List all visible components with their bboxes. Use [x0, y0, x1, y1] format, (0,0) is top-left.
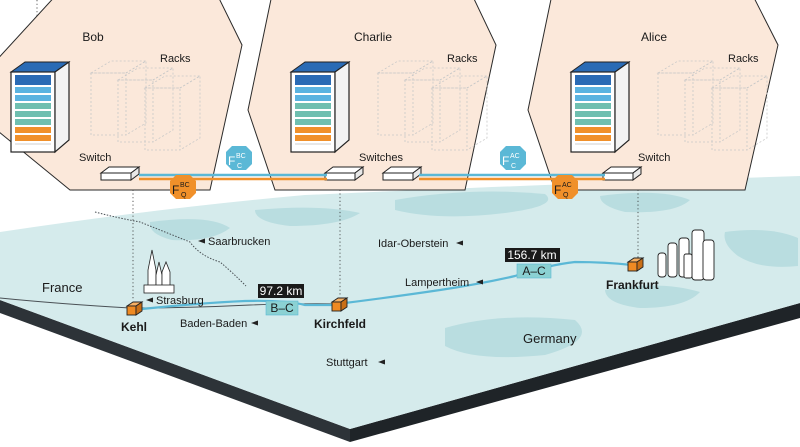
cathedral-icon — [143, 249, 175, 294]
switch-bob — [100, 166, 140, 181]
fibre-tag-classical-bc: F BC C — [226, 146, 252, 170]
node-bob: Bob Racks Switch — [0, 0, 243, 191]
switch-alice — [602, 166, 642, 181]
fibre-tag-quantum-bc: F BC Q — [170, 175, 196, 199]
switch-label-alice: Switch — [638, 152, 670, 164]
fibre-sup-f-bc: BC — [236, 153, 246, 160]
country-border — [94, 211, 247, 287]
node-name-alice: Alice — [641, 30, 667, 44]
link-tag-ac: 156.7 km A–C — [505, 248, 560, 279]
fibre-sub-f-ac: C — [511, 163, 516, 170]
pointer-lampertheim — [476, 279, 483, 285]
map-board: 97.2 km B–C 156.7 km A–C France Germany … — [0, 176, 800, 442]
racks-label-alice: Racks — [728, 53, 759, 65]
skyline-icon — [657, 229, 715, 281]
distance-ac: 156.7 km — [507, 248, 556, 262]
switch-label-bob: Switch — [79, 152, 111, 164]
city-baden-baden: Baden-Baden — [180, 318, 247, 330]
city-strasburg: Strasburg — [156, 295, 204, 307]
fibre-sup-fq-bc: BC — [180, 182, 190, 189]
fibre-tag-quantum-ac: F AC Q — [552, 175, 578, 199]
fibre-base-fq-bc: F — [172, 183, 179, 197]
switch-charlie-2 — [382, 166, 422, 181]
map-water — [149, 191, 798, 358]
fibre-sub-fq-ac: Q — [563, 192, 569, 199]
fibre-sub-fq-bc: Q — [181, 192, 187, 199]
node-name-charlie: Charlie — [354, 30, 392, 44]
fibre-sup-fq-ac: AC — [562, 182, 572, 189]
racks-label-charlie: Racks — [447, 53, 478, 65]
node-alice: Alice Racks Switch — [527, 0, 779, 191]
fibre-base-fq-ac: F — [554, 183, 561, 197]
switch-label-charlie: Switches — [359, 152, 404, 164]
pointer-idar-oberstein — [456, 240, 463, 246]
server-rack-bob — [10, 61, 70, 153]
city-lampertheim: Lampertheim — [405, 277, 469, 289]
node-charlie: Charlie Racks Switches — [247, 0, 497, 191]
city-stuttgart: Stuttgart — [326, 357, 368, 369]
map-surface — [0, 176, 800, 429]
link-label-bc: B–C — [270, 301, 294, 315]
city-saarbrucken: Saarbrucken — [208, 236, 270, 248]
site-kehl: Kehl — [121, 320, 147, 334]
fibre-route-ac — [344, 260, 633, 305]
fibre-tag-classical-ac: F AC C — [500, 146, 526, 170]
node-name-bob: Bob — [82, 30, 104, 44]
fibre-base-f-bc: F — [228, 154, 235, 168]
switch-charlie-1 — [324, 166, 364, 181]
site-kirchfeld: Kirchfeld — [314, 317, 366, 331]
link-tag-bc: 97.2 km B–C — [258, 284, 304, 316]
site-frankfurt: Frankfurt — [606, 278, 659, 292]
racks-label-bob: Racks — [160, 53, 191, 65]
map-edge-right — [350, 303, 800, 442]
server-rack-charlie — [290, 61, 350, 153]
link-label-ac: A–C — [522, 264, 546, 278]
pointer-stuttgart — [378, 359, 385, 365]
map-edge-left — [0, 300, 350, 442]
country-france: France — [42, 280, 82, 295]
server-rack-alice — [570, 61, 630, 153]
country-germany: Germany — [523, 331, 577, 346]
fibre-sub-f-bc: C — [237, 163, 242, 170]
city-idar-oberstein: Idar-Oberstein — [378, 238, 448, 250]
pointer-baden-baden — [251, 320, 258, 326]
distance-bc: 97.2 km — [260, 284, 303, 298]
fibre-base-f-ac: F — [502, 154, 509, 168]
fibre-sup-f-ac: AC — [510, 153, 520, 160]
